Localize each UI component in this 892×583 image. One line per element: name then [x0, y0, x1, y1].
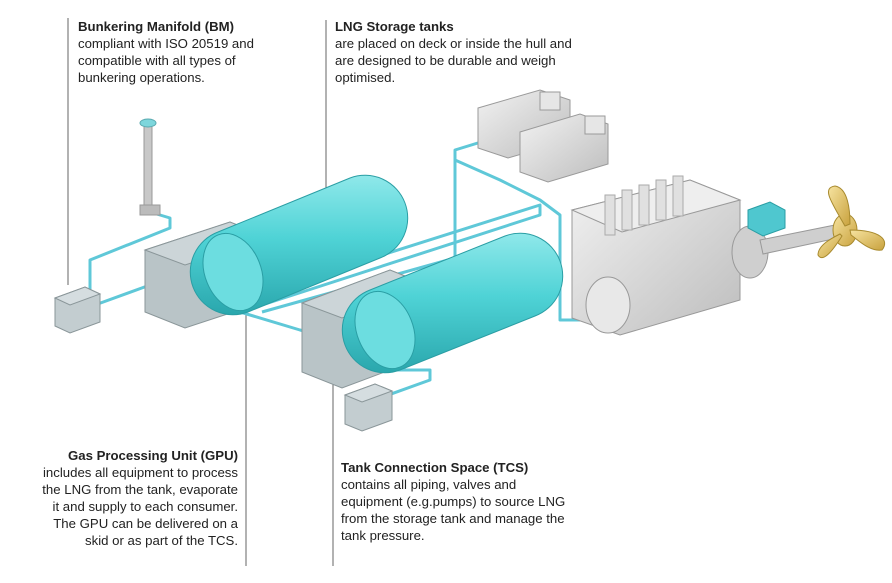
- gpu-title: Gas Processing Unit (GPU): [67, 448, 238, 463]
- annotation-bunkering-manifold: Bunkering Manifold (BM) compliant with I…: [78, 18, 308, 86]
- leader-lines: [67, 18, 334, 566]
- gpu-description: includes all equipment to process the LN…: [42, 465, 238, 548]
- tcs-title: Tank Connection Space (TCS): [341, 460, 529, 475]
- auxiliary-engines: [477, 89, 609, 183]
- lng-tank-upper: [189, 174, 409, 316]
- lng-tank-lower: [341, 232, 564, 374]
- lng-title: LNG Storage tanks: [335, 19, 454, 34]
- bunkering-manifold-box: [53, 286, 102, 334]
- gpu-skid-box: [343, 383, 394, 432]
- propeller: [817, 185, 886, 259]
- lng-description: are placed on deck or inside the hull an…: [335, 36, 572, 85]
- bm-title: Bunkering Manifold (BM): [78, 19, 235, 34]
- tcs-description: contains all piping, valves and equipmen…: [341, 477, 566, 543]
- annotation-gas-processing-unit: Gas Processing Unit (GPU) includes all e…: [5, 447, 238, 549]
- main-engine: [570, 175, 786, 336]
- bunkering-mast: [139, 118, 161, 216]
- annotation-tank-connection-space: Tank Connection Space (TCS) contains all…: [341, 459, 631, 544]
- annotation-lng-storage-tanks: LNG Storage tanks are placed on deck or …: [335, 18, 635, 86]
- bm-description: compliant with ISO 20519 and compatible …: [78, 36, 254, 85]
